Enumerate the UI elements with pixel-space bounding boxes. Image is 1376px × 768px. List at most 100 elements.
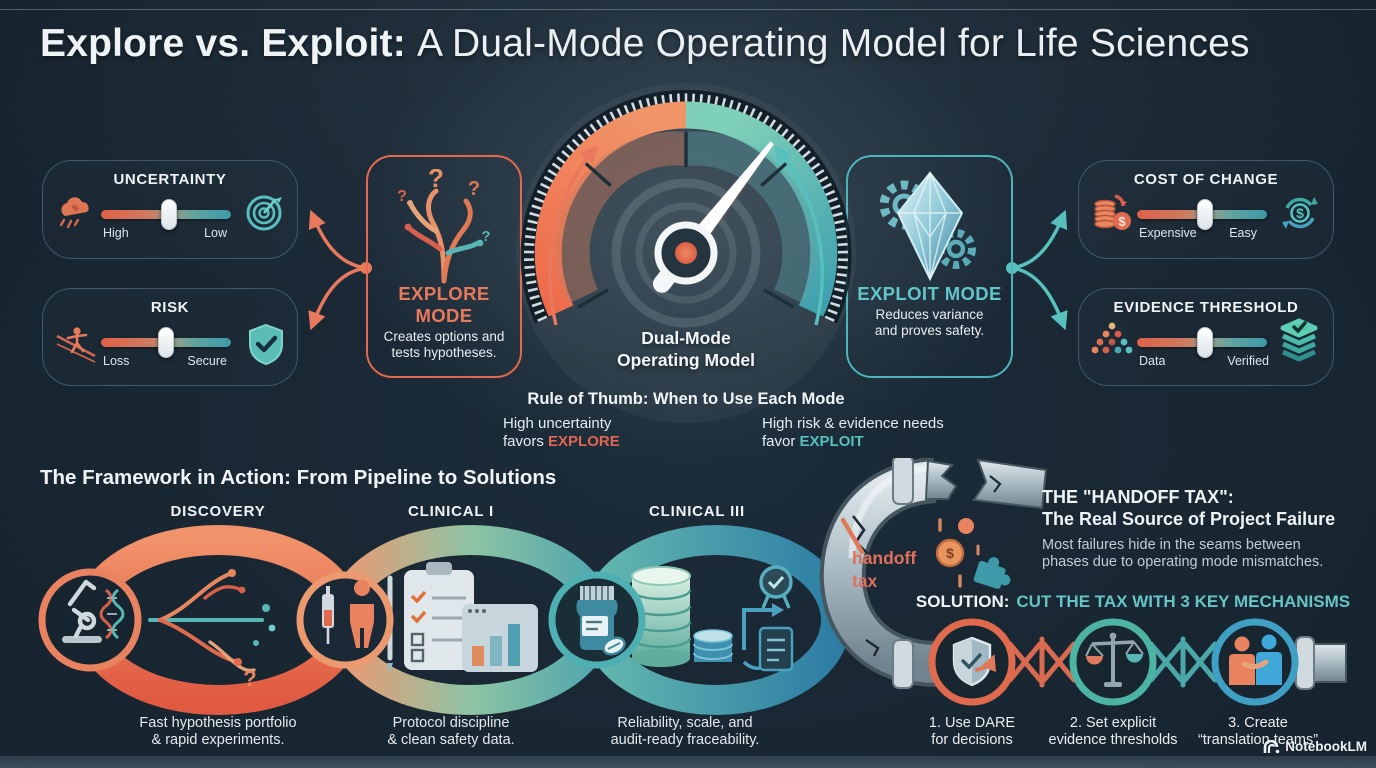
risk-card: RISK Loss Secure [42,288,298,386]
cost-slider[interactable] [1137,199,1267,230]
solution-heading: SOLUTION: CUT THE TAX WITH 3 KEY MECHANIS… [890,592,1376,612]
lattice-1 [1007,636,1077,688]
framework-heading: The Framework in Action: From Pipeline t… [40,466,557,489]
dual-mode-gauge: Dual-Mode Operating Model [511,83,861,423]
scale-traceability-art [630,565,794,672]
data-points-pyramid-icon [1091,320,1133,360]
cost-slider-handle[interactable] [1196,199,1213,230]
svg-text:?: ? [428,169,444,193]
top-hairline [0,9,1376,10]
stage-clinical3-label: CLINICAL III [649,503,745,520]
risk-slider[interactable] [101,327,231,358]
mechanism1-caption: 1. Use DARE for decisions [928,715,1016,748]
target-icon [243,190,287,234]
exploit-mode-desc: Reduces variance and proves safety. [874,307,985,338]
risk-left-label: Loss [103,354,130,368]
hypothesis-network-art: ? [148,569,276,691]
mechanism-thresholds [1069,618,1157,706]
svg-text:?: ? [243,666,256,691]
uncertainty-title: UNCERTAINTY [113,171,227,188]
rule-explore-highlight: EXPLORE [548,433,620,451]
gauge-segment-dividers [577,132,795,309]
svg-text:$: $ [1118,214,1126,229]
question-tree-icon: ? ? ? ? [368,157,520,284]
mechanism-dare [928,618,1016,706]
top-connectors [308,209,1068,331]
mechanism-translation-teams [1211,618,1299,706]
pipeline-illustration: ? [38,458,1347,715]
rule-explore: High uncertainty favors EXPLORE [503,415,620,452]
explore-mode-title: EXPLORE MODE [398,283,490,326]
mechanism2-caption: 2. Set explicit evidence thresholds [1048,715,1178,748]
svg-text:$: $ [1296,205,1304,221]
stage-node-clinical1 [296,571,394,669]
svg-text:?: ? [397,188,407,205]
exploit-cycle-arrow [774,145,824,326]
evidence-slider-row: Data Verified [1079,316,1333,378]
coins-expense-icon: $ [1091,190,1135,232]
uncertainty-slider-handle[interactable] [160,199,177,230]
cost-of-change-title: COST OF CHANGE [1133,171,1279,188]
risk-right-label: Secure [187,354,227,368]
svg-text:$: $ [946,545,954,561]
evidence-right-label: Verified [1227,354,1269,368]
crystal-gears-icon [848,157,1011,283]
svg-text:?: ? [481,228,490,245]
exploit-mode-title: EXPLOIT MODE [857,283,1002,304]
dollar-cycle-icon: $ [1277,190,1323,236]
uncertainty-slider[interactable] [101,199,231,230]
handoff-tax-desc: Most failures hide in the seams between … [1042,537,1324,570]
evidence-slider[interactable] [1137,327,1267,358]
clinical1-caption: Protocol discipline & clean safety data. [387,715,515,748]
discovery-caption: Fast hypothesis portfolio & rapid experi… [139,715,297,748]
uncertainty-card: UNCERTAINTY High Low [42,160,298,259]
stage-node-discovery [38,568,142,672]
risk-title: RISK [150,299,190,316]
cost-slider-row: $ Expensive Easy $ [1079,188,1333,250]
evidence-left-label: Data [1139,354,1166,368]
mechanism3-caption: 3. Create “translation teams” [1197,715,1319,748]
explore-mode-desc: Creates options and tests hypotheses. [383,329,505,360]
svg-text:?: ? [468,178,480,200]
evidence-slider-handle[interactable] [1196,327,1213,358]
cost-right-label: Easy [1229,226,1257,240]
clinical3-caption: Reliability, scale, and audit-ready frac… [610,715,760,748]
explore-mode-card: ? ? ? ? EXPLORE MODE Creates options and… [366,155,522,378]
title-rest: A Dual-Mode Operating Model for Life Sci… [416,22,1250,65]
risk-slider-handle[interactable] [158,327,175,358]
stage-clinical1-label: CLINICAL I [407,503,495,520]
risk-slider-row: Loss Secure [43,316,297,378]
solution-rest: CUT THE TAX WITH 3 KEY MECHANISMS [1016,592,1351,611]
rule-exploit: High risk & evidence needs favor EXPLOIT [762,415,944,452]
page-title: Explore vs. Exploit:A Dual-Mode Operatin… [40,22,1360,66]
stage-discovery-label: DISCOVERY [170,503,266,520]
evidence-threshold-card: EVIDENCE THRESHOLD Data Verified [1078,288,1334,386]
explore-cycle-arrow [548,145,598,326]
rule-explore-text: High uncertainty favors [503,415,612,451]
evidence-threshold-title: EVIDENCE THRESHOLD [1113,299,1299,316]
notebooklm-watermark: NotebookLM [1263,739,1367,754]
verified-layers-icon [1275,316,1323,364]
cost-left-label: Expensive [1139,226,1197,240]
uncertainty-right-label: Low [204,226,227,240]
uncertainty-slider-row: High Low [43,188,297,250]
notebooklm-icon [1263,739,1280,753]
uncertainty-left-label: High [103,226,129,240]
handoff-tax-block: THE "HANDOFF TAX": The Real Source of Pr… [1042,487,1376,571]
leaking-value-art: $ [935,518,1011,589]
gauge-label: Dual-Mode Operating Model [616,328,756,370]
explore-branch-connector [308,209,372,331]
handoff-tax-title: THE "HANDOFF TAX": The Real Source of Pr… [1042,487,1336,529]
pipe-illustration: $ [819,458,1347,690]
solution-prefix: SOLUTION: [915,592,1010,611]
rule-exploit-text: High risk & evidence needs favor [762,415,944,451]
handoff-tax-label: handoff tax [852,548,917,591]
stage-node-clinical3 [548,571,646,669]
rule-of-thumb-heading: Rule of Thumb: When to Use Each Mode [527,390,845,408]
storm-cloud-icon [55,194,95,230]
title-bold: Explore vs. Exploit: [40,22,406,65]
exploit-mode-card: EXPLOIT MODE Reduces variance and proves… [846,155,1013,378]
watermark-text: NotebookLM [1285,739,1367,754]
shield-check-icon [245,322,287,366]
footer-strip [0,756,1376,768]
